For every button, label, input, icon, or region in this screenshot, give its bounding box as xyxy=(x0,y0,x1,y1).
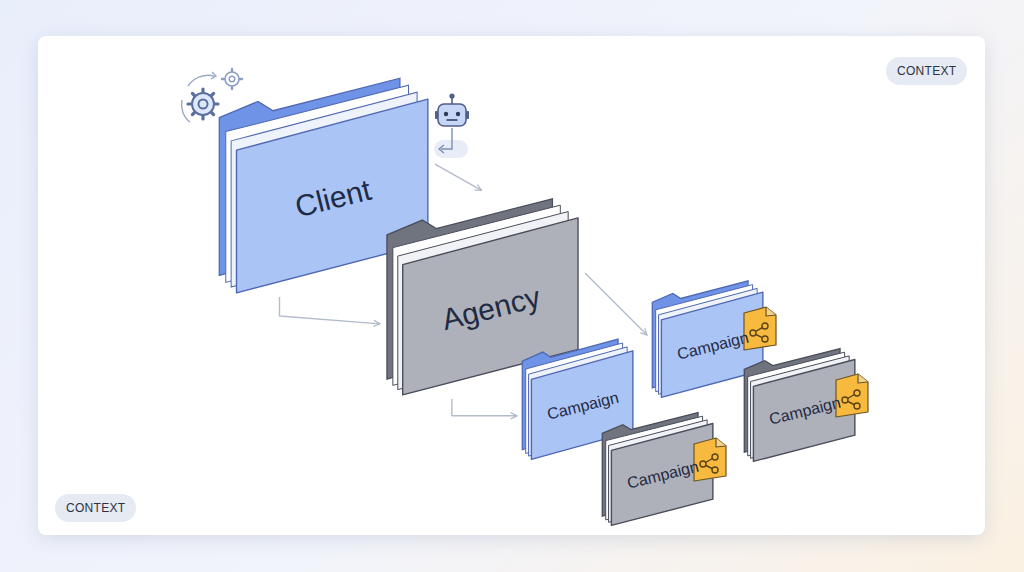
context-tag: CONTEXT xyxy=(886,57,967,85)
robot-icon xyxy=(435,93,469,126)
folder-node: Campaign xyxy=(742,340,856,462)
folder-node: Campaign xyxy=(600,404,714,526)
robot-arrow xyxy=(434,128,468,158)
context-tag: CONTEXT xyxy=(55,494,136,522)
flow-arrow xyxy=(280,297,381,324)
flow-arrow xyxy=(452,399,517,416)
flow-arrow xyxy=(585,273,647,335)
flow-arrow xyxy=(435,164,482,190)
